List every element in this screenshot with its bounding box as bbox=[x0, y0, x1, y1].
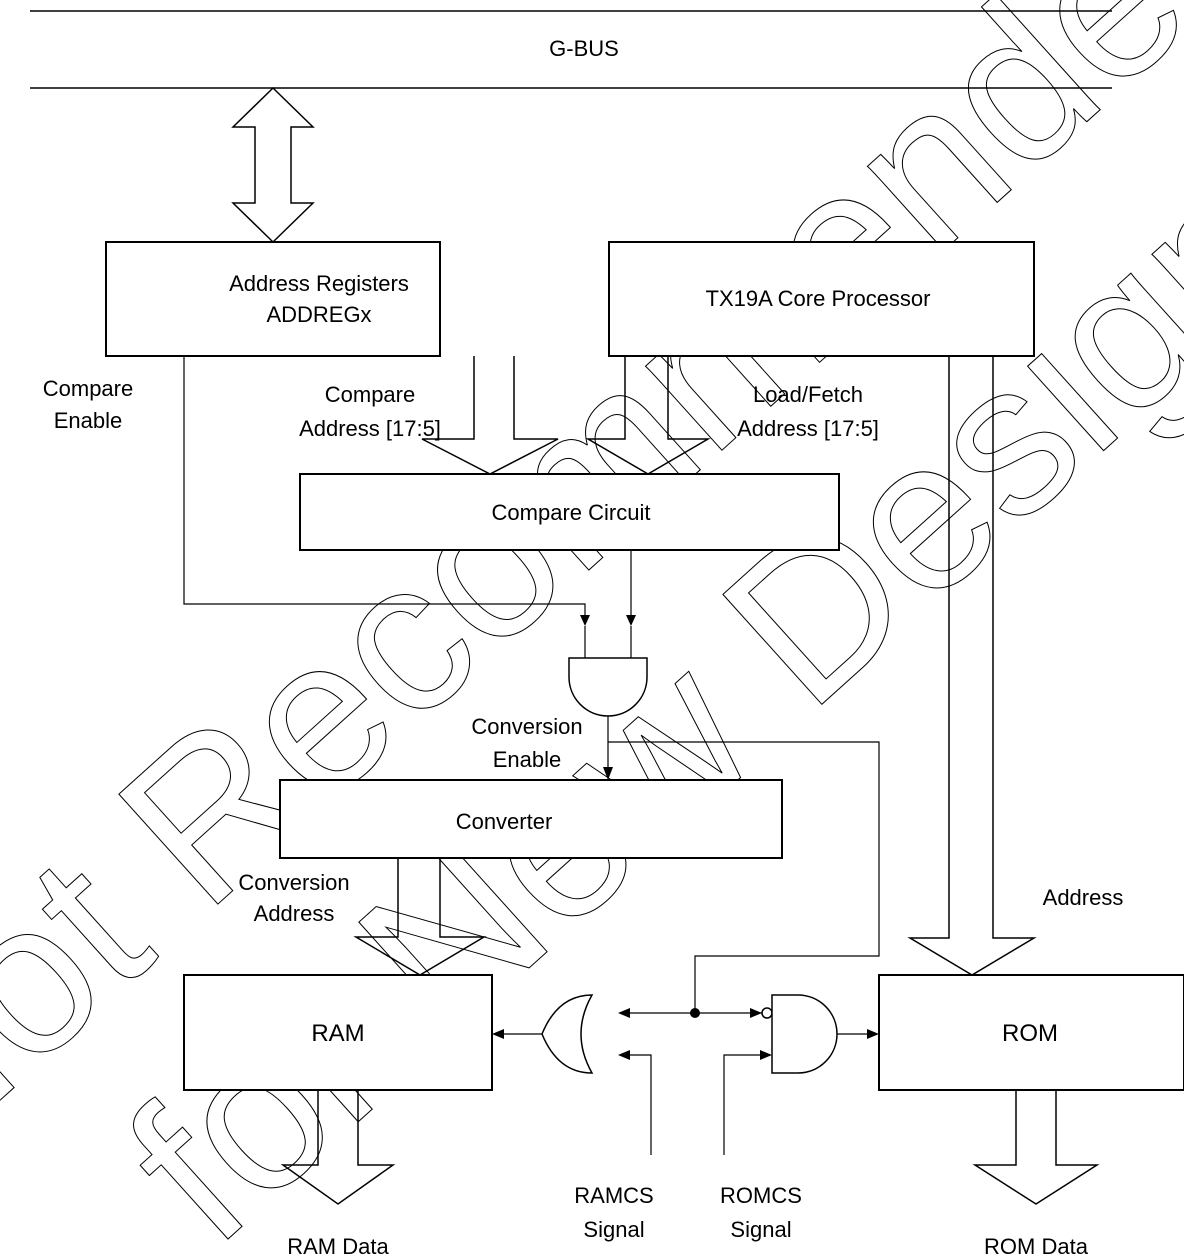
romcs-label-1: ROMCS bbox=[720, 1183, 802, 1208]
ram-data-bus-arrow bbox=[280, 1090, 396, 1205]
conversion-enable-arrowhead bbox=[603, 767, 613, 780]
ramcs-arrowhead bbox=[618, 1050, 630, 1060]
and-gate-rom-output-arrowhead bbox=[867, 1029, 879, 1039]
junction-dot bbox=[690, 1008, 700, 1018]
address-registers-label-1: Address Registers bbox=[229, 271, 409, 296]
inverter-bubble bbox=[761, 1007, 773, 1019]
ramcs-label-1: RAMCS bbox=[574, 1183, 653, 1208]
converter-block: Converter bbox=[279, 779, 783, 859]
compare-enable-label-2: Enable bbox=[54, 408, 123, 433]
ramcs-label-2: Signal bbox=[583, 1217, 644, 1242]
address-registers-block: Address Registers ADDREGx bbox=[105, 241, 441, 357]
or-gate-output-arrowhead bbox=[492, 1029, 504, 1039]
compare-circuit-label: Compare Circuit bbox=[492, 500, 651, 525]
core-processor-block: TX19A Core Processor bbox=[608, 241, 1035, 357]
ram-block: RAM bbox=[183, 974, 493, 1091]
conversion-enable-branch bbox=[608, 741, 880, 1013]
ram-data-label: RAM Data bbox=[287, 1234, 389, 1259]
converter-box bbox=[279, 779, 783, 859]
core-processor-box bbox=[608, 241, 1035, 357]
converter-label: Converter bbox=[456, 809, 553, 834]
compare-circuit-block: Compare Circuit bbox=[299, 473, 840, 551]
romcs-signal-line bbox=[723, 1054, 760, 1155]
ram-label: RAM bbox=[311, 1020, 364, 1047]
core-processor-label: TX19A Core Processor bbox=[706, 286, 931, 311]
romcs-label-2: Signal bbox=[730, 1217, 791, 1242]
conversion-enable-label-1: Conversion bbox=[471, 714, 582, 739]
rom-label: ROM bbox=[1002, 1020, 1058, 1047]
g-bus-label: G-BUS bbox=[549, 36, 619, 61]
signal-labels: Compare Enable Compare Address [17:5] Lo… bbox=[43, 376, 1124, 1259]
compare-result-arrowhead bbox=[626, 615, 636, 626]
compare-enable-line bbox=[183, 356, 586, 615]
bus-bidirectional-arrow bbox=[231, 86, 315, 244]
address-label: Address bbox=[1043, 885, 1124, 910]
conversion-address-label-1: Conversion bbox=[238, 870, 349, 895]
compare-enable-arrowhead bbox=[580, 615, 590, 626]
and-gate-rom bbox=[771, 994, 838, 1074]
ramcs-signal-line bbox=[628, 1054, 652, 1155]
or-gate-input-arrowhead-a bbox=[618, 1008, 630, 1018]
address-registers-box bbox=[105, 241, 441, 357]
load-fetch-address-label-1: Load/Fetch bbox=[753, 382, 863, 407]
rom-data-bus-arrow bbox=[972, 1090, 1100, 1205]
conversion-address-label-2: Address bbox=[254, 901, 335, 926]
and-gate-input-arrowhead-a bbox=[750, 1008, 762, 1018]
rom-data-label: ROM Data bbox=[984, 1234, 1089, 1259]
romcs-arrowhead bbox=[760, 1050, 772, 1060]
and-gate-compare-body bbox=[568, 657, 648, 717]
compare-circuit-box bbox=[299, 473, 840, 551]
compare-address-label-2: Address [17:5] bbox=[299, 416, 441, 441]
compare-enable-label-1: Compare bbox=[43, 376, 133, 401]
address-registers-label-2: ADDREGx bbox=[266, 302, 371, 327]
load-fetch-address-label-2: Address [17:5] bbox=[737, 416, 879, 441]
rom-block: ROM bbox=[878, 974, 1184, 1091]
compare-address-label-1: Compare bbox=[325, 382, 415, 407]
g-bus: G-BUS bbox=[30, 10, 1112, 89]
ram-box bbox=[183, 974, 493, 1091]
rom-box bbox=[878, 974, 1184, 1091]
conversion-enable-label-2: Enable bbox=[493, 747, 562, 772]
and-gate-compare bbox=[568, 626, 648, 717]
or-gate-ram bbox=[541, 994, 594, 1074]
